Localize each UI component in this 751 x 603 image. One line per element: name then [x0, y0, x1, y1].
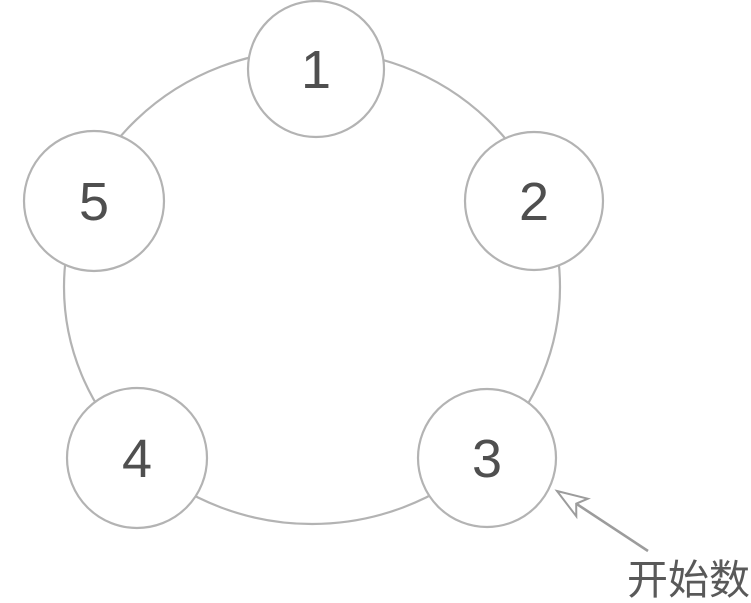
node-circle-2	[463, 130, 605, 272]
node-number-1: 1	[301, 40, 331, 100]
node-circle-3	[416, 387, 558, 529]
node-circle-1	[246, 0, 386, 139]
node-number-4: 4	[122, 429, 152, 489]
node-circle-4	[65, 386, 209, 530]
arrow-group	[554, 489, 649, 553]
node-circle-5	[22, 129, 166, 273]
nodes-group: 1 2 3 4 5	[22, 0, 605, 530]
node-number-2: 2	[519, 172, 549, 232]
node-number-5: 5	[79, 172, 109, 232]
arrow-head-icon	[554, 489, 591, 520]
arrow-line	[575, 502, 649, 553]
start-counting-label: 开始数	[627, 557, 750, 603]
node-number-3: 3	[472, 429, 502, 489]
